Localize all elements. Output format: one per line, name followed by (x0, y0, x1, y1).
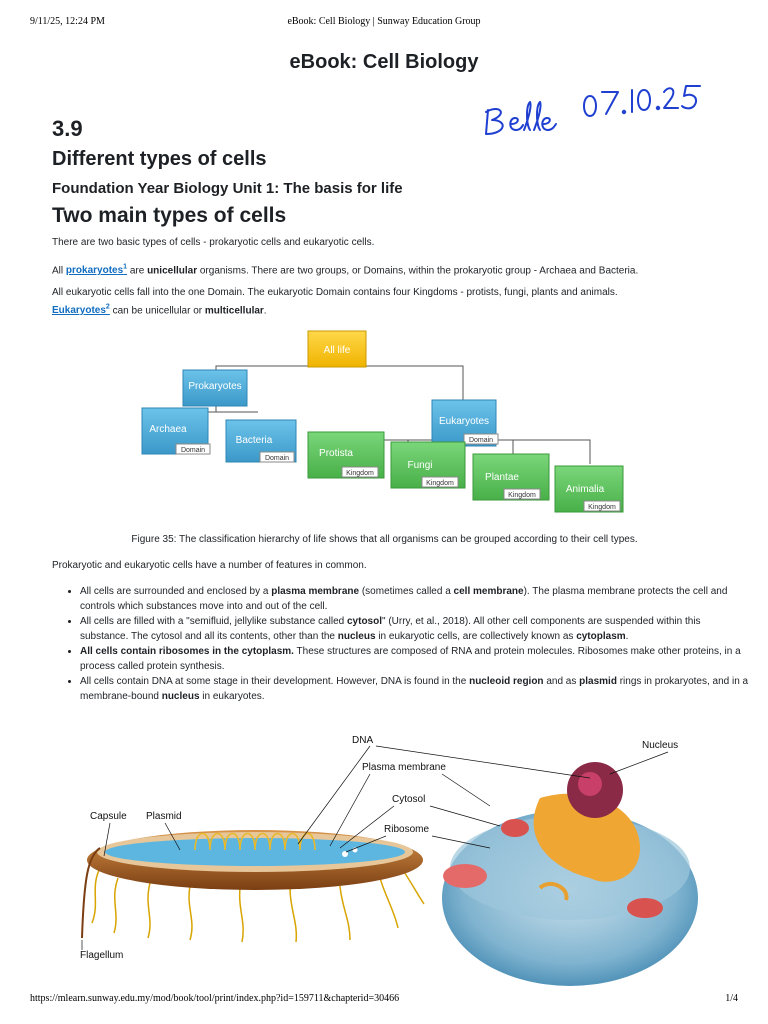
node-all-life-label: All life (324, 345, 351, 356)
eukaryotes-domain-tag: Domain (469, 437, 493, 444)
eukaryotic-cell (442, 762, 698, 986)
node-eukaryotes: Eukaryotes Domain (431, 399, 499, 447)
list-item: All cells contain ribosomes in the cytop… (80, 645, 750, 674)
eukaryotes-link[interactable]: Eukaryotes2 (52, 303, 110, 316)
label-plasmid: Plasmid (146, 811, 182, 822)
node-prokaryotes-label: Prokaryotes (188, 381, 241, 392)
node-prokaryotes: Prokaryotes (182, 369, 248, 407)
label-nucleus: Nucleus (642, 740, 678, 751)
label-ribosome: Ribosome (384, 824, 429, 835)
label-cytosol: Cytosol (392, 794, 425, 805)
node-eukaryotes-label: Eukaryotes (439, 416, 489, 427)
plantae-kingdom-tag: Kingdom (508, 492, 536, 499)
print-datetime: 9/11/25, 12:24 PM (30, 16, 105, 27)
label-capsule: Capsule (90, 811, 127, 822)
animalia-kingdom-tag: Kingdom (588, 504, 616, 511)
node-all-life: All life (307, 330, 367, 368)
fungi-kingdom-tag: Kingdom (426, 480, 454, 487)
node-protista-label: Protista (319, 448, 353, 459)
node-fungi-label: Fungi (407, 460, 432, 471)
cell-comparison-illustration: Capsule Plasmid Flagellum DNA Nucleus Pl… (80, 735, 698, 986)
protista-kingdom-tag: Kingdom (346, 470, 374, 477)
print-url: https://mlearn.sunway.edu.my/mod/book/to… (30, 993, 400, 1004)
book-title: eBook: Cell Biology (289, 51, 479, 73)
node-archaea: Archaea Domain (141, 407, 211, 455)
label-flagellum: Flagellum (80, 950, 123, 961)
eukaryotes-paragraph: All eukaryotic cells fall into the one D… (52, 287, 618, 316)
node-bacteria-label: Bacteria (236, 435, 273, 446)
figure-caption: Figure 35: The classification hierarchy … (131, 534, 638, 545)
main-heading: Two main types of cells (52, 204, 287, 227)
node-plantae: Plantae Kingdom (472, 453, 550, 501)
node-protista: Protista Kingdom (307, 431, 385, 479)
node-fungi: Fungi Kingdom (390, 441, 466, 489)
classification-hierarchy-diagram: All life Prokaryotes Eukaryotes Domain A… (141, 330, 624, 513)
handwritten-signature (485, 85, 701, 135)
common-features-list: All cells are surrounded and enclosed by… (52, 585, 750, 705)
list-item: All cells are filled with a "semifluid, … (80, 615, 750, 644)
node-bacteria: Bacteria Domain (225, 419, 297, 463)
list-item: All cells are surrounded and enclosed by… (80, 585, 750, 614)
section-title: Different types of cells (52, 148, 267, 170)
prokaryotes-paragraph: All prokaryotes1 are unicellular organis… (52, 264, 639, 277)
prokaryotic-cell (81, 830, 425, 943)
prokaryotes-link[interactable]: prokaryotes1 (65, 264, 128, 277)
node-animalia-label: Animalia (566, 484, 605, 495)
node-plantae-label: Plantae (485, 472, 519, 483)
intro-paragraph: There are two basic types of cells - pro… (52, 237, 375, 248)
node-archaea-label: Archaea (149, 424, 187, 435)
label-dna: DNA (352, 735, 373, 746)
print-page-number: 1/4 (725, 993, 738, 1004)
section-subtitle: Foundation Year Biology Unit 1: The basi… (52, 180, 403, 197)
section-number: 3.9 (52, 116, 83, 141)
bacteria-domain-tag: Domain (265, 455, 289, 462)
common-features-intro: Prokaryotic and eukaryotic cells have a … (52, 560, 367, 571)
list-item: All cells contain DNA at some stage in t… (80, 675, 750, 704)
print-page-title: eBook: Cell Biology | Sunway Education G… (287, 16, 481, 27)
node-animalia: Animalia Kingdom (554, 465, 624, 513)
archaea-domain-tag: Domain (181, 447, 205, 454)
label-plasma-membrane: Plasma membrane (362, 762, 446, 773)
